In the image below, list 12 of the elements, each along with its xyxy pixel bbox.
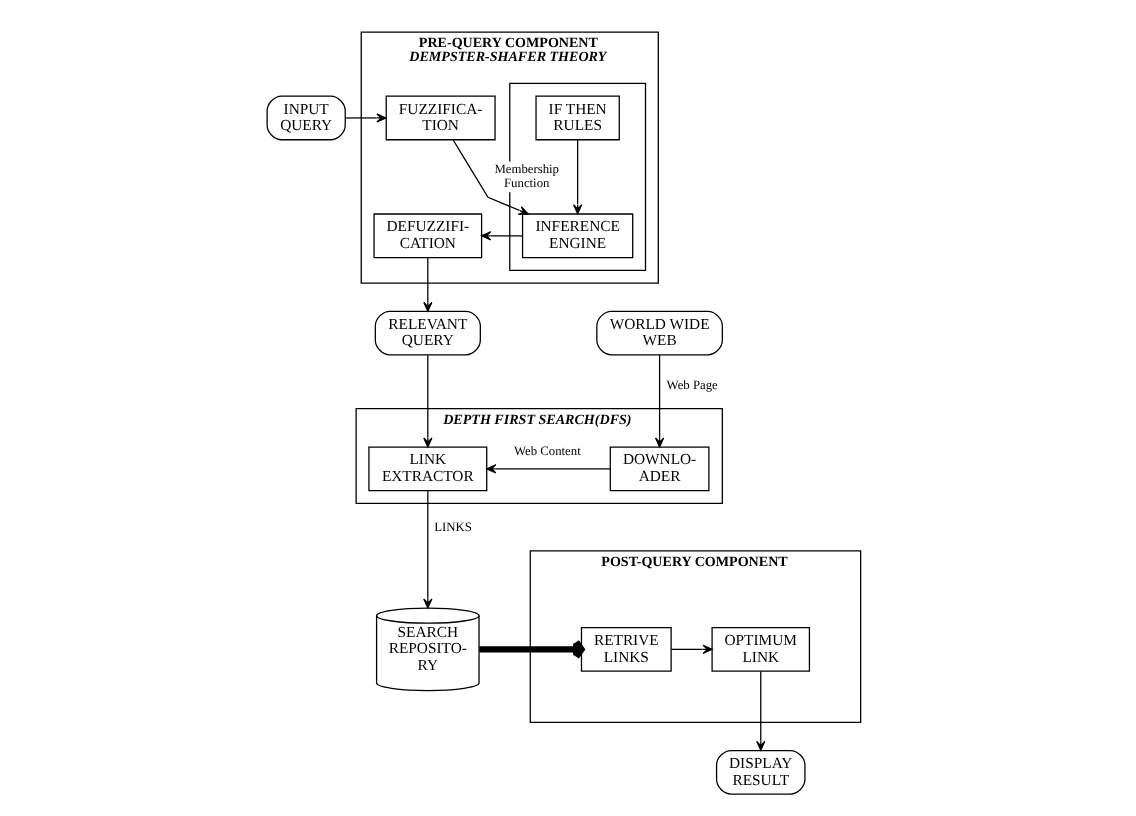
arrow [422, 490, 432, 609]
arrow [571, 139, 582, 215]
arrow [343, 113, 386, 123]
arrow [485, 464, 610, 474]
arrow [478, 638, 584, 660]
arrow [480, 231, 522, 241]
arrow [422, 257, 432, 312]
arrow [451, 139, 528, 215]
arrow [422, 354, 432, 448]
arrow [755, 671, 765, 751]
arrow [669, 644, 712, 655]
arrow [653, 354, 664, 448]
